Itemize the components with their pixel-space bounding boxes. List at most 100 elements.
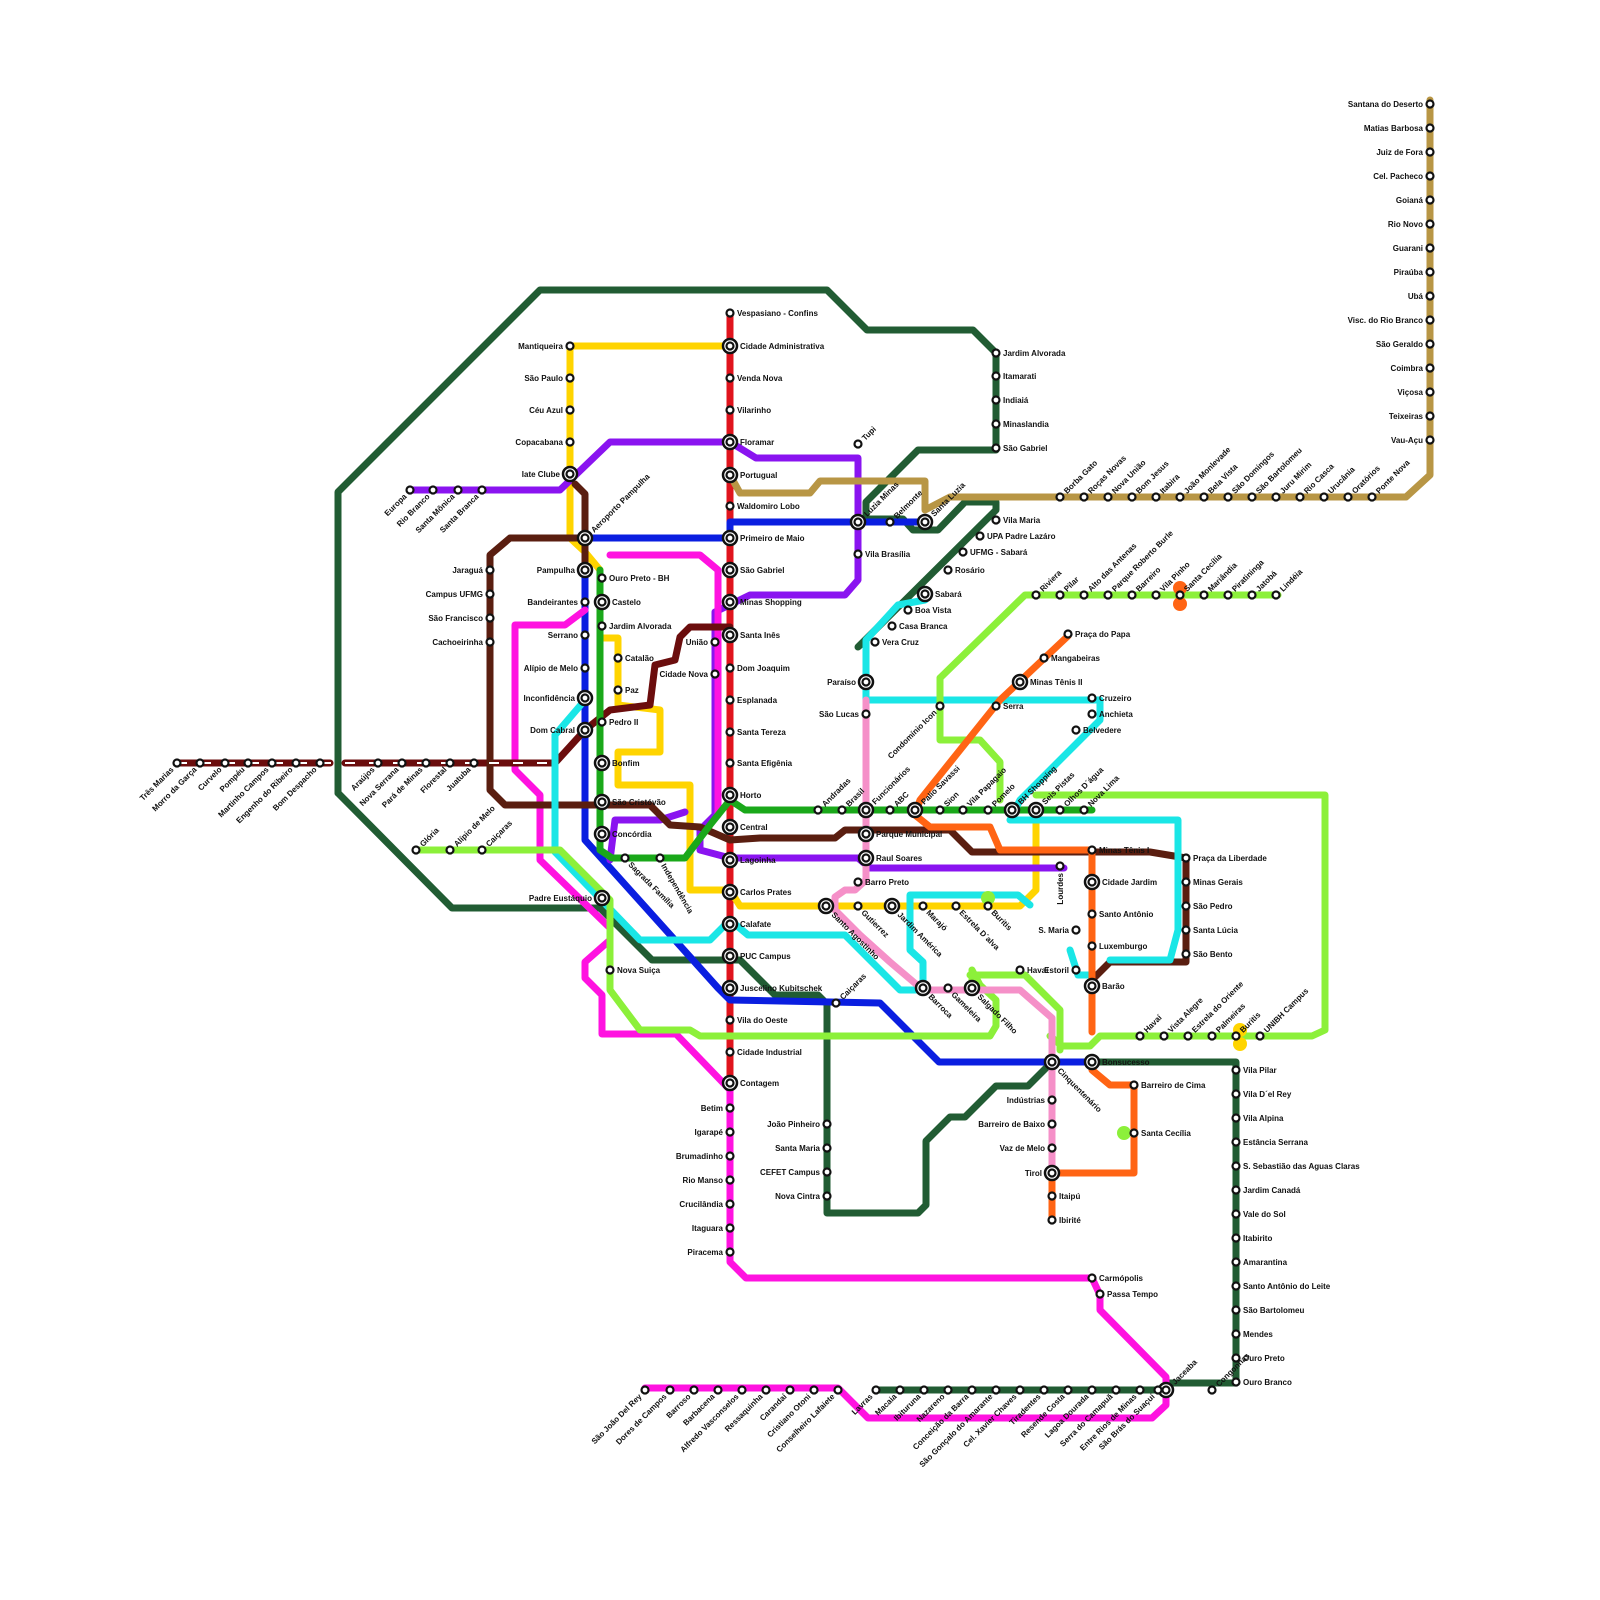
station-marker[interactable] bbox=[725, 1047, 735, 1057]
station-marker[interactable] bbox=[809, 1385, 819, 1395]
station-marker[interactable] bbox=[1087, 845, 1097, 855]
station-marker[interactable] bbox=[565, 373, 575, 383]
station-marker[interactable] bbox=[1425, 195, 1435, 205]
station-marker[interactable] bbox=[421, 758, 431, 768]
station-marker[interactable] bbox=[1039, 653, 1049, 663]
station-marker[interactable] bbox=[1103, 492, 1113, 502]
station-marker[interactable] bbox=[861, 709, 871, 719]
station-marker[interactable] bbox=[220, 758, 230, 768]
station-marker[interactable] bbox=[1247, 590, 1257, 600]
station-marker[interactable] bbox=[620, 853, 630, 863]
station-marker[interactable] bbox=[1071, 925, 1081, 935]
station-marker[interactable] bbox=[870, 637, 880, 647]
station-marker[interactable] bbox=[1127, 590, 1137, 600]
station-marker[interactable] bbox=[469, 758, 479, 768]
station-marker[interactable] bbox=[951, 901, 961, 911]
station-marker[interactable] bbox=[1071, 725, 1081, 735]
station-marker[interactable] bbox=[1343, 492, 1353, 502]
station-marker[interactable] bbox=[1015, 965, 1025, 975]
station-marker[interactable] bbox=[975, 531, 985, 541]
station-marker[interactable] bbox=[1255, 1031, 1265, 1041]
station-marker[interactable] bbox=[853, 877, 863, 887]
station-marker[interactable] bbox=[725, 1247, 735, 1257]
station-marker[interactable] bbox=[1231, 1065, 1241, 1075]
station-marker[interactable] bbox=[710, 669, 720, 679]
station-marker[interactable] bbox=[1231, 1185, 1241, 1195]
station-marker[interactable] bbox=[831, 998, 841, 1008]
station-marker[interactable] bbox=[1111, 1385, 1121, 1395]
station-marker[interactable] bbox=[853, 549, 863, 559]
station-marker[interactable] bbox=[785, 1385, 795, 1395]
station-marker[interactable] bbox=[1063, 629, 1073, 639]
station-marker[interactable] bbox=[597, 717, 607, 727]
station-marker[interactable] bbox=[1135, 1385, 1145, 1395]
station-marker[interactable] bbox=[1231, 1329, 1241, 1339]
station-marker[interactable] bbox=[991, 419, 1001, 429]
station-marker[interactable] bbox=[1367, 492, 1377, 502]
station-marker[interactable] bbox=[725, 405, 735, 415]
station-marker[interactable] bbox=[453, 485, 463, 495]
station-marker[interactable] bbox=[713, 1385, 723, 1395]
station-marker[interactable] bbox=[315, 758, 325, 768]
station-marker[interactable] bbox=[983, 901, 993, 911]
station-marker[interactable] bbox=[1047, 1095, 1057, 1105]
station-marker[interactable] bbox=[565, 405, 575, 415]
station-marker[interactable] bbox=[1425, 411, 1435, 421]
station-marker[interactable] bbox=[1135, 1031, 1145, 1041]
station-marker[interactable] bbox=[640, 1385, 650, 1395]
station-marker[interactable] bbox=[1181, 853, 1191, 863]
station-marker[interactable] bbox=[1079, 492, 1089, 502]
station-marker[interactable] bbox=[1231, 1031, 1241, 1041]
station-marker[interactable] bbox=[822, 1119, 832, 1129]
station-marker[interactable] bbox=[1181, 877, 1191, 887]
station-marker[interactable] bbox=[871, 1385, 881, 1395]
station-marker[interactable] bbox=[565, 341, 575, 351]
station-marker[interactable] bbox=[919, 1385, 929, 1395]
station-marker[interactable] bbox=[1207, 1031, 1217, 1041]
station-marker[interactable] bbox=[597, 621, 607, 631]
station-marker[interactable] bbox=[1425, 267, 1435, 277]
station-marker[interactable] bbox=[822, 1143, 832, 1153]
station-marker[interactable] bbox=[1031, 590, 1041, 600]
station-marker[interactable] bbox=[1095, 1289, 1105, 1299]
station-marker[interactable] bbox=[428, 485, 438, 495]
station-marker[interactable] bbox=[1425, 147, 1435, 157]
station-marker[interactable] bbox=[1425, 243, 1435, 253]
station-marker[interactable] bbox=[903, 605, 913, 615]
station-marker[interactable] bbox=[885, 805, 895, 815]
station-marker[interactable] bbox=[580, 630, 590, 640]
station-marker[interactable] bbox=[1175, 590, 1185, 600]
station-marker[interactable] bbox=[943, 1385, 953, 1395]
station-marker[interactable] bbox=[1103, 590, 1113, 600]
station-marker[interactable] bbox=[485, 589, 495, 599]
station-marker[interactable] bbox=[1087, 1385, 1097, 1395]
station-marker[interactable] bbox=[991, 701, 1001, 711]
station-marker[interactable] bbox=[1087, 693, 1097, 703]
station-marker[interactable] bbox=[613, 653, 623, 663]
station-marker[interactable] bbox=[405, 485, 415, 495]
station-marker[interactable] bbox=[1047, 1215, 1057, 1225]
station-marker[interactable] bbox=[1231, 1089, 1241, 1099]
station-marker[interactable] bbox=[822, 1167, 832, 1177]
station-marker[interactable] bbox=[935, 805, 945, 815]
station-marker[interactable] bbox=[943, 565, 953, 575]
station-marker[interactable] bbox=[1199, 590, 1209, 600]
station-marker[interactable] bbox=[1127, 492, 1137, 502]
station-marker[interactable] bbox=[822, 1191, 832, 1201]
station-marker[interactable] bbox=[1047, 1191, 1057, 1201]
station-marker[interactable] bbox=[725, 373, 735, 383]
station-marker[interactable] bbox=[725, 1223, 735, 1233]
station-marker[interactable] bbox=[958, 805, 968, 815]
station-marker[interactable] bbox=[885, 517, 895, 527]
station-marker[interactable] bbox=[725, 758, 735, 768]
station-marker[interactable] bbox=[1055, 492, 1065, 502]
station-marker[interactable] bbox=[887, 621, 897, 631]
station-marker[interactable] bbox=[580, 597, 590, 607]
station-marker[interactable] bbox=[1247, 492, 1257, 502]
station-marker[interactable] bbox=[1079, 590, 1089, 600]
station-marker[interactable] bbox=[689, 1385, 699, 1395]
station-marker[interactable] bbox=[397, 758, 407, 768]
station-marker[interactable] bbox=[1231, 1353, 1241, 1363]
station-marker[interactable] bbox=[1055, 805, 1065, 815]
station-marker[interactable] bbox=[895, 1385, 905, 1395]
